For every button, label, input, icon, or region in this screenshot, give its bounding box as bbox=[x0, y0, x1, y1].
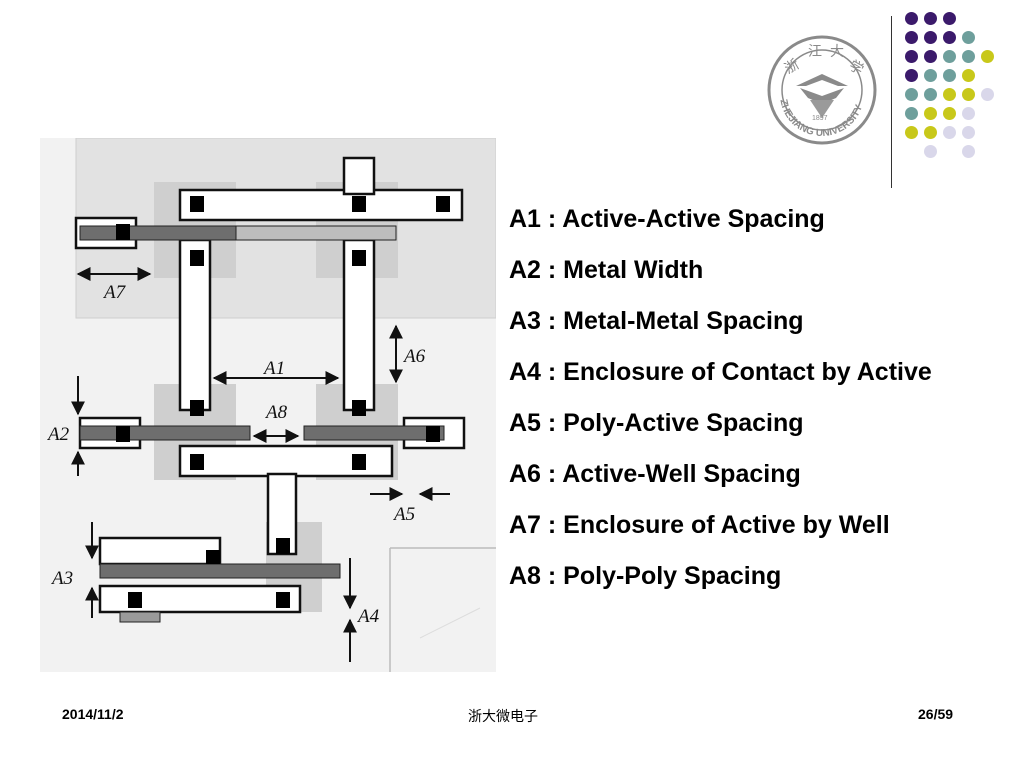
header-divider bbox=[891, 16, 892, 188]
footer-date: 2014/11/2 bbox=[62, 706, 124, 722]
decorative-dot bbox=[924, 145, 937, 158]
decorative-dot bbox=[924, 50, 937, 63]
decorative-dot bbox=[962, 31, 975, 44]
decorative-dot bbox=[943, 88, 956, 101]
layout-rules-diagram: A7 A1 A8 A6 A2 A5 A3 A4 bbox=[40, 138, 496, 672]
label-a1: A1 bbox=[262, 358, 285, 379]
design-rule-item: A2 : Metal Width bbox=[509, 256, 704, 284]
decorative-dot bbox=[981, 50, 994, 63]
label-a3: A3 bbox=[50, 568, 73, 589]
label-a2: A2 bbox=[46, 424, 70, 445]
label-a6: A6 bbox=[402, 346, 426, 367]
logo-year-text: 1897 bbox=[812, 115, 828, 122]
design-rule-item: A4 : Enclosure of Contact by Active bbox=[509, 358, 932, 386]
design-rule-list: A1 : Active-Active Spacing A2 : Metal Wi… bbox=[509, 203, 932, 611]
footer-title: 浙大微电子 bbox=[468, 709, 538, 725]
decorative-dot bbox=[905, 12, 918, 25]
decorative-dot bbox=[924, 12, 937, 25]
decorative-dot bbox=[924, 107, 937, 120]
contacts bbox=[116, 196, 450, 608]
decorative-dot bbox=[981, 88, 994, 101]
decorative-dot bbox=[962, 107, 975, 120]
decorative-dot bbox=[943, 126, 956, 139]
svg-text:学: 学 bbox=[846, 58, 866, 79]
decorative-dot bbox=[943, 31, 956, 44]
slide-number: 26/59 bbox=[918, 706, 954, 722]
design-rule-item: A5 : Poly-Active Spacing bbox=[509, 409, 804, 437]
decorative-dot bbox=[943, 107, 956, 120]
label-a7: A7 bbox=[102, 282, 127, 303]
decorative-dot bbox=[905, 50, 918, 63]
design-rule-item: A3 : Metal-Metal Spacing bbox=[509, 307, 804, 335]
decorative-dot bbox=[905, 126, 918, 139]
decorative-dot bbox=[924, 126, 937, 139]
design-rule-item: A6 : Active-Well Spacing bbox=[509, 460, 801, 488]
label-a8: A8 bbox=[264, 402, 288, 423]
design-rule-item: A8 : Poly-Poly Spacing bbox=[509, 562, 782, 590]
decorative-dot bbox=[962, 126, 975, 139]
decorative-dot bbox=[943, 50, 956, 63]
design-rule-item: A7 : Enclosure of Active by Well bbox=[509, 511, 890, 539]
decorative-dot bbox=[905, 31, 918, 44]
decorative-dot bbox=[962, 88, 975, 101]
decorative-dot bbox=[924, 69, 937, 82]
decorative-dot bbox=[962, 69, 975, 82]
design-rule-item: A1 : Active-Active Spacing bbox=[509, 205, 825, 233]
decorative-dot bbox=[962, 145, 975, 158]
decorative-dot bbox=[943, 12, 956, 25]
diagram-inset-frame bbox=[389, 547, 496, 672]
svg-text:江: 江 bbox=[808, 44, 822, 60]
decorative-dot bbox=[943, 69, 956, 82]
label-a4: A4 bbox=[356, 606, 380, 627]
decorative-dot bbox=[905, 69, 918, 82]
decorative-dot bbox=[905, 88, 918, 101]
dimension-arrows bbox=[71, 267, 450, 662]
svg-text:大: 大 bbox=[830, 44, 844, 60]
svg-text:浙: 浙 bbox=[782, 57, 802, 78]
decorative-dot-grid bbox=[905, 12, 1024, 172]
decorative-dot bbox=[924, 88, 937, 101]
label-a5: A5 bbox=[392, 504, 415, 525]
university-seal-logo: 浙 江 大 学 1897 ZHEJIANG UNIVERSITY bbox=[767, 35, 877, 145]
metal-lines bbox=[74, 156, 466, 614]
decorative-dot bbox=[905, 107, 918, 120]
decorative-dot bbox=[924, 31, 937, 44]
decorative-dot bbox=[962, 50, 975, 63]
